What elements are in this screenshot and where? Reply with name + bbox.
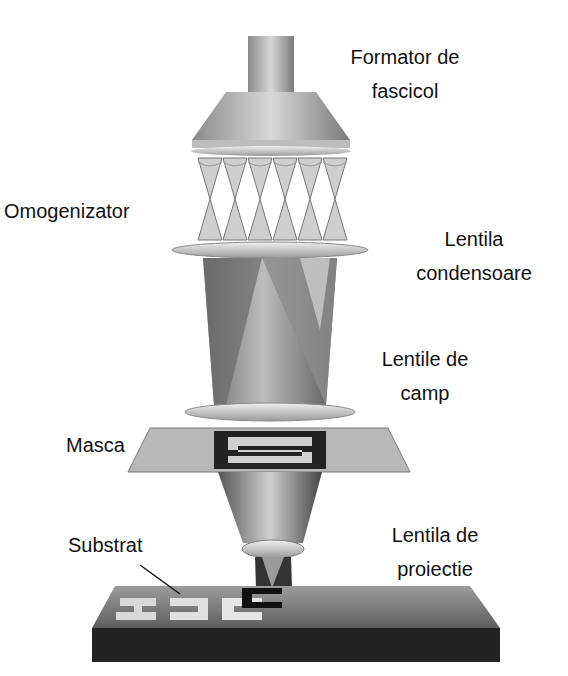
part-label: Masca [66, 428, 146, 462]
part-label: Omogenizator [4, 194, 184, 228]
part-label: Lentile de camp [370, 342, 480, 410]
part-label: Lentila condensoare [384, 222, 564, 290]
part-label: Formator de fascicol [330, 40, 480, 108]
part-label: Lentila de proiectie [360, 518, 510, 586]
part-label: Substrat [68, 528, 168, 562]
